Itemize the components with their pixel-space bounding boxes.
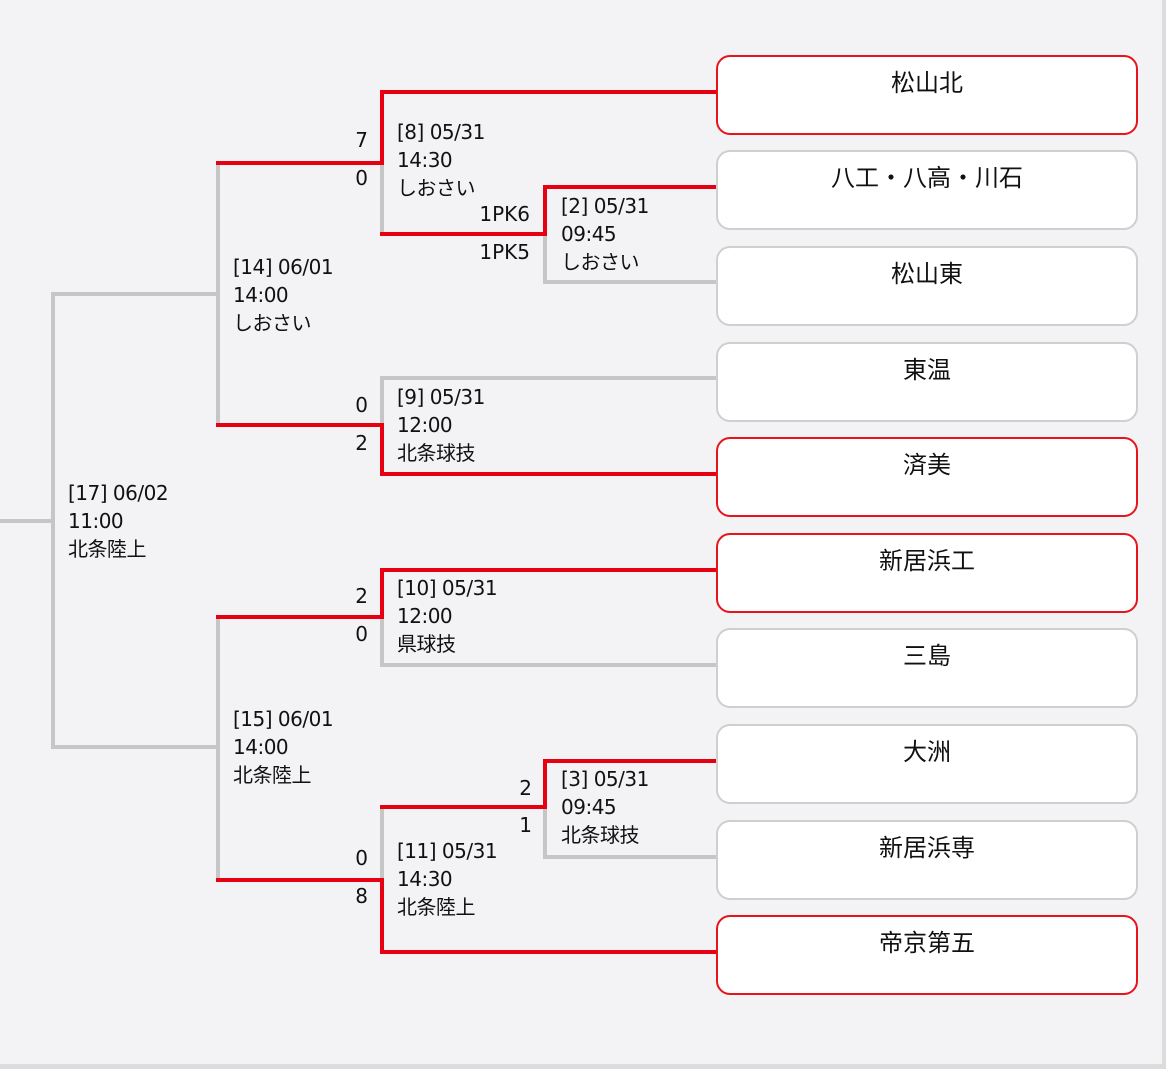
team-name: 松山北 [891, 69, 963, 97]
match-time: 09:45 [561, 222, 617, 246]
match-15-info: [15] 06/01 14:00 北条陸上 [233, 705, 334, 789]
match-venue: 北条球技 [397, 441, 475, 465]
team-name: 新居浜専 [879, 834, 975, 862]
score-bottom: 0 [355, 166, 368, 190]
match-14-info: [14] 06/01 14:00 しおさい [233, 253, 334, 337]
team-box[interactable]: 東温 [716, 342, 1138, 422]
team-name: 大洲 [903, 738, 951, 766]
team-name: 松山東 [891, 260, 963, 288]
team-box[interactable]: 三島 [716, 628, 1138, 708]
match-17-info: [17] 06/02 11:00 北条陸上 [68, 479, 169, 563]
score-top: 0 [355, 393, 368, 417]
match-id: [9] 05/31 [397, 385, 485, 409]
score-top: 7 [355, 128, 368, 152]
match-id: [8] 05/31 [397, 120, 485, 144]
match-venue: 北条球技 [561, 823, 639, 847]
match-id: [2] 05/31 [561, 194, 649, 218]
match-2-info: [2] 05/31 09:45 しおさい [561, 192, 649, 276]
score-bottom: 8 [355, 884, 368, 908]
match-time: 11:00 [68, 509, 124, 533]
team-box[interactable]: 松山北 [716, 55, 1138, 135]
match-time: 14:30 [397, 148, 453, 172]
team-name: 東温 [903, 356, 951, 384]
match-id: [14] 06/01 [233, 255, 334, 279]
match-venue: 北条陸上 [397, 895, 476, 919]
match-time: 12:00 [397, 413, 453, 437]
match-venue: 北条陸上 [233, 763, 312, 787]
match-id: [17] 06/02 [68, 481, 169, 505]
match-venue: 北条陸上 [68, 537, 147, 561]
team-name: 帝京第五 [879, 929, 975, 957]
match-11-info: [11] 05/31 14:30 北条陸上 [397, 837, 498, 921]
match-venue: 県球技 [397, 632, 456, 656]
score-bottom: 1 [519, 813, 532, 837]
team-name: 新居浜工 [879, 547, 975, 575]
score-top: 0 [355, 846, 368, 870]
match-id: [10] 05/31 [397, 576, 498, 600]
match-venue: しおさい [233, 311, 312, 335]
match-id: [15] 06/01 [233, 707, 334, 731]
score-bottom: 0 [355, 622, 368, 646]
team-name: 済美 [903, 451, 951, 479]
frame-border-right [1162, 0, 1166, 1069]
match-id: [3] 05/31 [561, 767, 649, 791]
match-9-info: [9] 05/31 12:00 北条球技 [397, 383, 485, 467]
team-name: 三島 [903, 642, 951, 670]
match-venue: しおさい [561, 250, 639, 274]
team-box[interactable]: 大洲 [716, 724, 1138, 804]
team-box[interactable]: 松山東 [716, 246, 1138, 326]
match-time: 12:00 [397, 604, 453, 628]
match-3-info: [3] 05/31 09:45 北条球技 [561, 765, 649, 849]
match-8-info: [8] 05/31 14:30 しおさい [397, 118, 485, 202]
score-bottom: 1PK5 [479, 240, 530, 264]
score-top: 2 [519, 776, 532, 800]
match-id: [11] 05/31 [397, 839, 498, 863]
match-venue: しおさい [397, 176, 475, 200]
match-time: 14:00 [233, 735, 289, 759]
team-box[interactable]: 新居浜工 [716, 533, 1138, 613]
match-time: 14:30 [397, 867, 453, 891]
team-name: 八工・八高・川石 [831, 164, 1023, 192]
match-time: 09:45 [561, 795, 617, 819]
team-box[interactable]: 帝京第五 [716, 915, 1138, 995]
frame-border-bottom [0, 1064, 1166, 1069]
team-box[interactable]: 済美 [716, 437, 1138, 517]
score-bottom: 2 [355, 431, 368, 455]
match-time: 14:00 [233, 283, 289, 307]
team-box[interactable]: 八工・八高・川石 [716, 150, 1138, 230]
score-top: 1PK6 [479, 202, 530, 226]
match-10-info: [10] 05/31 12:00 県球技 [397, 574, 498, 658]
team-box[interactable]: 新居浜専 [716, 820, 1138, 900]
score-top: 2 [355, 584, 368, 608]
